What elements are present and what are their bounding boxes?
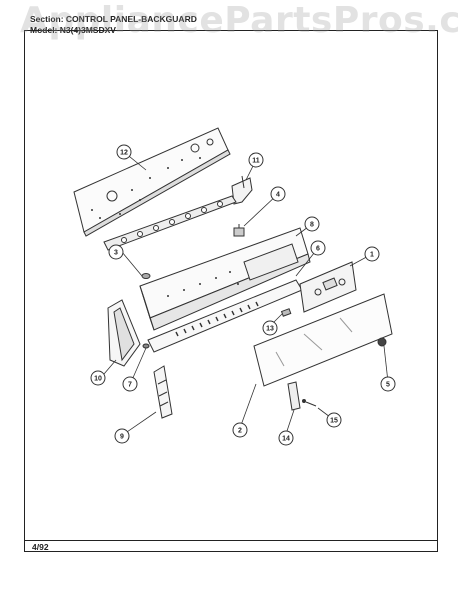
revision-date: 4/92 [32,542,49,552]
callout-10: 10 [90,370,106,386]
callout-11: 11 [248,152,264,168]
svg-text:6: 6 [316,246,320,253]
part-mounting-bracket[interactable] [153,365,173,419]
section-title: Section: CONTROL PANEL-BACKGUARD [30,14,197,24]
svg-text:3: 3 [114,250,118,257]
svg-text:1: 1 [370,252,374,259]
part-timer-module[interactable] [299,261,357,313]
svg-text:12: 12 [120,150,128,157]
part-screw-15[interactable] [302,399,317,407]
callout-13: 13 [262,320,278,336]
svg-text:14: 14 [282,436,290,443]
callout-2: 2 [232,422,248,438]
svg-text:15: 15 [330,418,338,425]
svg-text:7: 7 [128,382,132,389]
svg-text:4: 4 [276,192,280,199]
part-backguard-panel[interactable] [73,127,231,237]
footer-divider [24,540,438,541]
callout-1: 1 [364,246,380,262]
callout-5: 5 [380,376,396,392]
callout-14: 14 [278,430,294,446]
part-control-panel-frame[interactable] [139,227,311,331]
part-lower-rail[interactable] [103,195,237,251]
svg-text:8: 8 [310,222,314,229]
callout-3: 3 [108,244,124,260]
callout-9: 9 [114,428,130,444]
callout-6: 6 [310,240,326,256]
svg-text:2: 2 [238,428,242,435]
svg-text:11: 11 [252,158,260,165]
callout-8: 8 [304,216,320,232]
svg-text:13: 13 [266,326,274,333]
callout-7: 7 [122,376,138,392]
part-panel-overlay[interactable] [253,293,393,387]
model-number: Model: N3(4)3MSDXV [30,25,116,35]
drawing-frame [24,30,438,552]
callout-15: 15 [326,412,342,428]
part-end-cap[interactable] [107,299,141,367]
part-knob[interactable] [377,337,387,347]
part-screw-3[interactable] [141,273,151,279]
part-slide-strip[interactable] [287,381,301,411]
part-clip[interactable] [142,343,150,349]
callout-12: 12 [116,144,132,160]
diagram-header: Section: CONTROL PANEL-BACKGUARD Model: … [30,14,197,36]
callout-4: 4 [270,186,286,202]
svg-text:10: 10 [94,376,102,383]
svg-text:5: 5 [386,382,390,389]
svg-text:9: 9 [120,434,124,441]
part-connector[interactable] [233,224,245,237]
part-small-knob[interactable] [280,308,292,317]
